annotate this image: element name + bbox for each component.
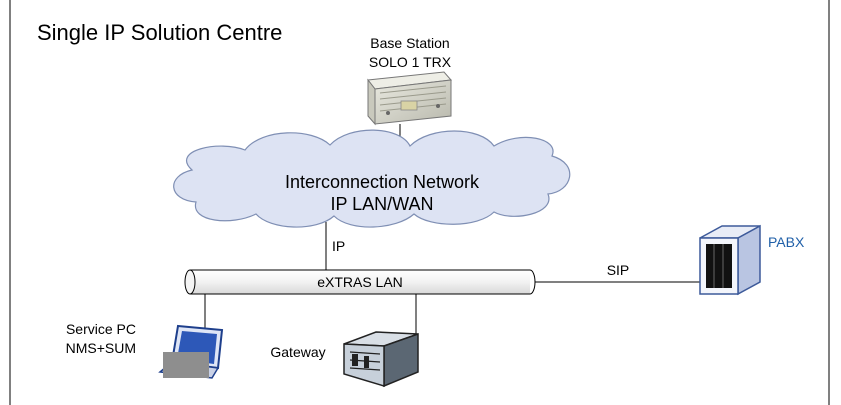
gateway-label: Gateway — [270, 344, 325, 360]
network-cloud — [173, 129, 571, 228]
base-station-model-label: SOLO 1 TRX — [369, 54, 452, 70]
gateway-icon — [343, 331, 419, 388]
network-label: Interconnection Network — [285, 172, 480, 192]
base-station-icon — [367, 71, 453, 126]
diagram-title: Single IP Solution Centre — [37, 20, 282, 45]
pabx-label: PABX — [768, 234, 805, 250]
network-type-label: IP LAN/WAN — [330, 194, 433, 214]
lan-tube — [184, 269, 536, 295]
pabx-icon — [699, 224, 761, 296]
service-pc-label: Service PC — [66, 321, 136, 337]
lan-label: eXTRAS LAN — [317, 274, 403, 290]
sip-label: SIP — [607, 262, 630, 278]
link-ip-mid-label: IP — [332, 238, 345, 254]
base-station-label: Base Station — [370, 35, 449, 51]
service-pc-software-label: NMS+SUM — [66, 340, 136, 356]
laptop-icon — [158, 324, 224, 379]
